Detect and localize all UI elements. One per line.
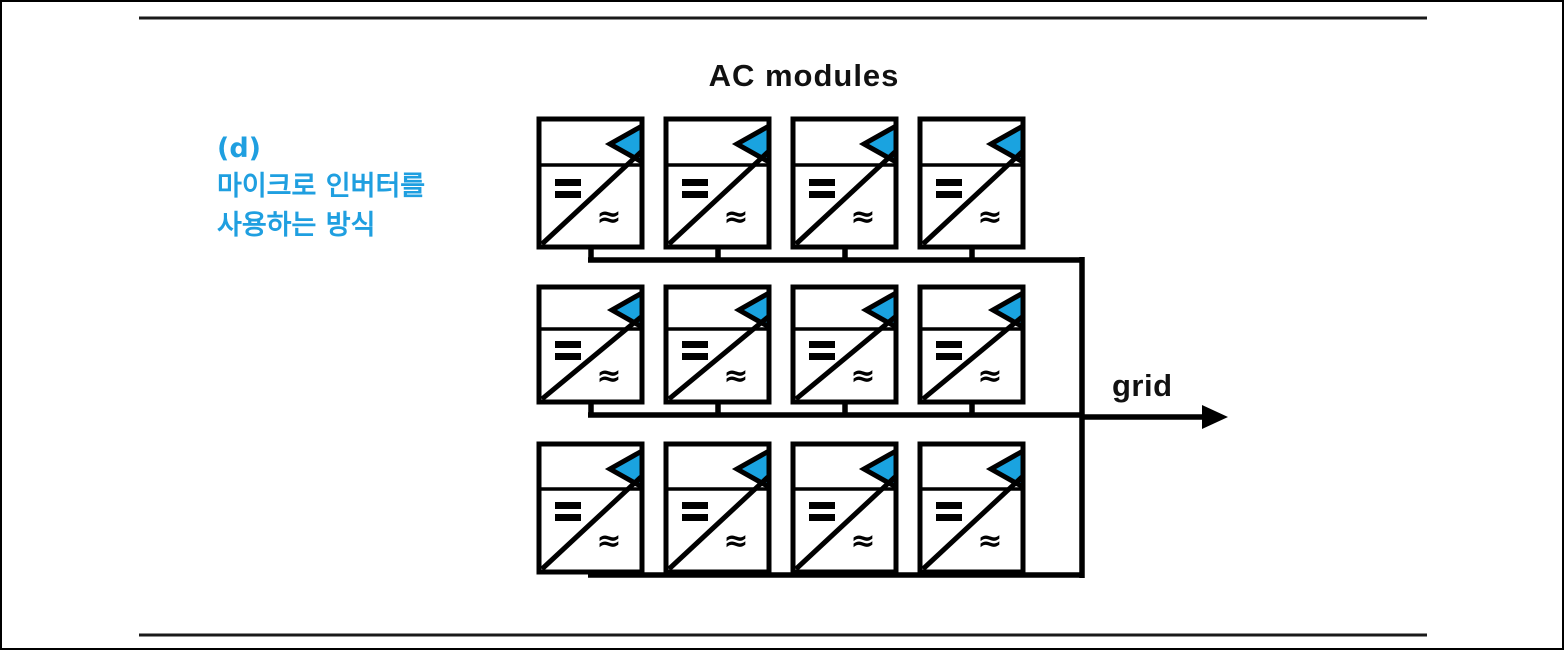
dc-symbol-bar-bottom bbox=[936, 191, 962, 198]
ac-module-r2c4[interactable]: ≈ bbox=[917, 284, 1026, 405]
ac-module-r1c1[interactable]: ≈ bbox=[536, 116, 645, 250]
dc-symbol-bar-bottom bbox=[682, 191, 708, 198]
dc-symbol-bar-bottom bbox=[682, 514, 708, 521]
inverter-diagonal bbox=[794, 315, 897, 401]
pv-cell-triangle-icon bbox=[985, 121, 1026, 167]
ac-module-r3c3[interactable]: ≈ bbox=[790, 441, 899, 575]
ac-module-r2c1[interactable]: ≈ bbox=[536, 284, 645, 405]
ac-module-r1c2[interactable]: ≈ bbox=[663, 116, 772, 250]
dc-symbol-bar-bottom bbox=[555, 191, 581, 198]
pv-cell-triangle-icon bbox=[858, 446, 899, 492]
ac-module-r1c3[interactable]: ≈ bbox=[790, 116, 899, 250]
page-title: AC modules bbox=[709, 58, 900, 93]
dc-symbol-bar-top bbox=[809, 341, 835, 348]
dc-symbol-bar-top bbox=[682, 179, 708, 186]
pv-cell-triangle-icon bbox=[860, 288, 899, 332]
pv-cell-triangle-icon bbox=[606, 288, 645, 332]
inverter-diagonal bbox=[794, 475, 897, 571]
ac-symbol: ≈ bbox=[596, 200, 621, 235]
inverter-diagonal bbox=[540, 150, 643, 246]
inverter-diagonal bbox=[667, 475, 770, 571]
dc-symbol-bar-bottom bbox=[936, 514, 962, 521]
dc-symbol-bar-bottom bbox=[936, 353, 962, 360]
ac-module-r2c3[interactable]: ≈ bbox=[790, 284, 899, 405]
grid-arrow-head bbox=[1202, 405, 1228, 429]
ac-symbol: ≈ bbox=[723, 200, 748, 235]
ac-module-r3c2[interactable]: ≈ bbox=[663, 441, 772, 575]
dc-symbol-bar-bottom bbox=[809, 191, 835, 198]
dc-symbol-bar-top bbox=[936, 502, 962, 509]
dc-symbol-bar-top bbox=[555, 179, 581, 186]
inverter-diagonal bbox=[921, 475, 1024, 571]
pv-cell-triangle-icon bbox=[733, 288, 772, 332]
dc-symbol-bar-top bbox=[682, 502, 708, 509]
inverter-diagonal bbox=[794, 150, 897, 246]
ac-symbol: ≈ bbox=[850, 524, 875, 559]
inverter-diagonal bbox=[540, 475, 643, 571]
dc-symbol-bar-bottom bbox=[555, 514, 581, 521]
ac-module-r2c2[interactable]: ≈ bbox=[663, 284, 772, 405]
dc-symbol-bar-top bbox=[809, 179, 835, 186]
pv-cell-triangle-icon bbox=[731, 446, 772, 492]
caption-label: (d) bbox=[217, 133, 261, 164]
pv-cell-triangle-icon bbox=[604, 446, 645, 492]
pv-cell-triangle-icon bbox=[858, 121, 899, 167]
dc-symbol-bar-bottom bbox=[555, 353, 581, 360]
ac-symbol: ≈ bbox=[977, 359, 1002, 394]
pv-cell-triangle-icon bbox=[604, 121, 645, 167]
dc-symbol-bar-bottom bbox=[809, 514, 835, 521]
pv-cell-triangle-icon bbox=[987, 288, 1026, 332]
caption-line-1: 마이크로 인버터를 bbox=[217, 171, 425, 202]
ac-symbol: ≈ bbox=[977, 524, 1002, 559]
dc-symbol-bar-top bbox=[682, 341, 708, 348]
ac-symbol: ≈ bbox=[723, 359, 748, 394]
ac-symbol: ≈ bbox=[596, 524, 621, 559]
dc-symbol-bar-top bbox=[555, 502, 581, 509]
ac-module-r3c1[interactable]: ≈ bbox=[536, 441, 645, 575]
ac-symbol: ≈ bbox=[850, 200, 875, 235]
inverter-diagonal bbox=[667, 150, 770, 246]
pv-cell-triangle-icon bbox=[731, 121, 772, 167]
ac-module-r3c4[interactable]: ≈ bbox=[917, 441, 1026, 575]
module-grid: ≈ ≈ ≈ bbox=[536, 116, 1026, 575]
grid-label: grid bbox=[1112, 368, 1173, 403]
ac-symbol: ≈ bbox=[850, 359, 875, 394]
dc-symbol-bar-top bbox=[809, 502, 835, 509]
ac-module-r1c4[interactable]: ≈ bbox=[917, 116, 1026, 250]
dc-symbol-bar-top bbox=[936, 179, 962, 186]
dc-symbol-bar-bottom bbox=[809, 353, 835, 360]
ac-symbol: ≈ bbox=[596, 359, 621, 394]
inverter-diagonal bbox=[921, 315, 1024, 401]
inverter-diagonal bbox=[921, 150, 1024, 246]
pv-cell-triangle-icon bbox=[985, 446, 1026, 492]
dc-symbol-bar-top bbox=[555, 341, 581, 348]
inverter-diagonal bbox=[540, 315, 643, 401]
caption-line-2: 사용하는 방식 bbox=[217, 210, 375, 241]
ac-symbol: ≈ bbox=[977, 200, 1002, 235]
ac-symbol: ≈ bbox=[723, 524, 748, 559]
dc-symbol-bar-bottom bbox=[682, 353, 708, 360]
inverter-diagonal bbox=[667, 315, 770, 401]
dc-symbol-bar-top bbox=[936, 341, 962, 348]
